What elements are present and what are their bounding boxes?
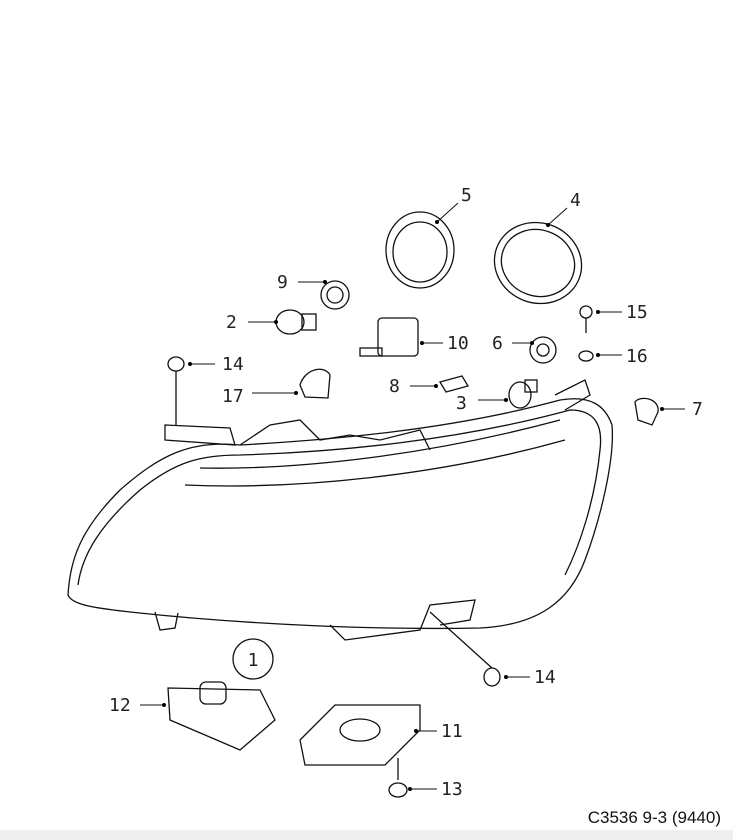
- assembly-circle: [232, 638, 274, 680]
- bulb-holder-6: [529, 336, 557, 364]
- igniter-11: [299, 704, 421, 766]
- bulb-holder-9: [320, 280, 350, 310]
- washer-16: [578, 350, 594, 362]
- clip-7: [634, 397, 659, 426]
- holder-17: [299, 368, 331, 399]
- callout-12: 12: [109, 695, 131, 716]
- callout-14-bottom: 14: [534, 667, 556, 688]
- assembly-label: 1: [248, 650, 259, 671]
- screw-13: [388, 758, 408, 798]
- bulb-3: [508, 379, 538, 409]
- callout-8: 8: [389, 376, 400, 397]
- bulb-cover-5: [385, 211, 455, 289]
- headlamp-housing: [67, 379, 614, 641]
- footer-strip: [0, 830, 733, 840]
- screw-14-bottom: [429, 611, 501, 687]
- callout-11: 11: [441, 721, 463, 742]
- callout-6: 6: [492, 333, 503, 354]
- callout-16: 16: [626, 346, 648, 367]
- ballast-12: [167, 681, 276, 751]
- diagram-caption: C3536 9-3 (9440): [587, 808, 721, 827]
- callout-3: 3: [456, 393, 467, 414]
- callout-14-top: 14: [222, 354, 244, 375]
- bulb-cover-4: [493, 221, 583, 305]
- callout-15: 15: [626, 302, 648, 323]
- bulb-2: [275, 309, 317, 335]
- callout-10: 10: [447, 333, 469, 354]
- screw-14-top: [167, 356, 185, 425]
- callout-4: 4: [570, 190, 581, 211]
- leader-lines: [140, 202, 685, 791]
- callout-13: 13: [441, 779, 463, 800]
- screw-15: [579, 305, 593, 333]
- callout-7: 7: [692, 399, 703, 420]
- clip-8: [439, 375, 469, 393]
- xenon-bulb-10: [359, 317, 419, 357]
- callout-5: 5: [461, 185, 472, 206]
- callout-2: 2: [226, 312, 237, 333]
- callout-17: 17: [222, 386, 244, 407]
- callout-9: 9: [277, 272, 288, 293]
